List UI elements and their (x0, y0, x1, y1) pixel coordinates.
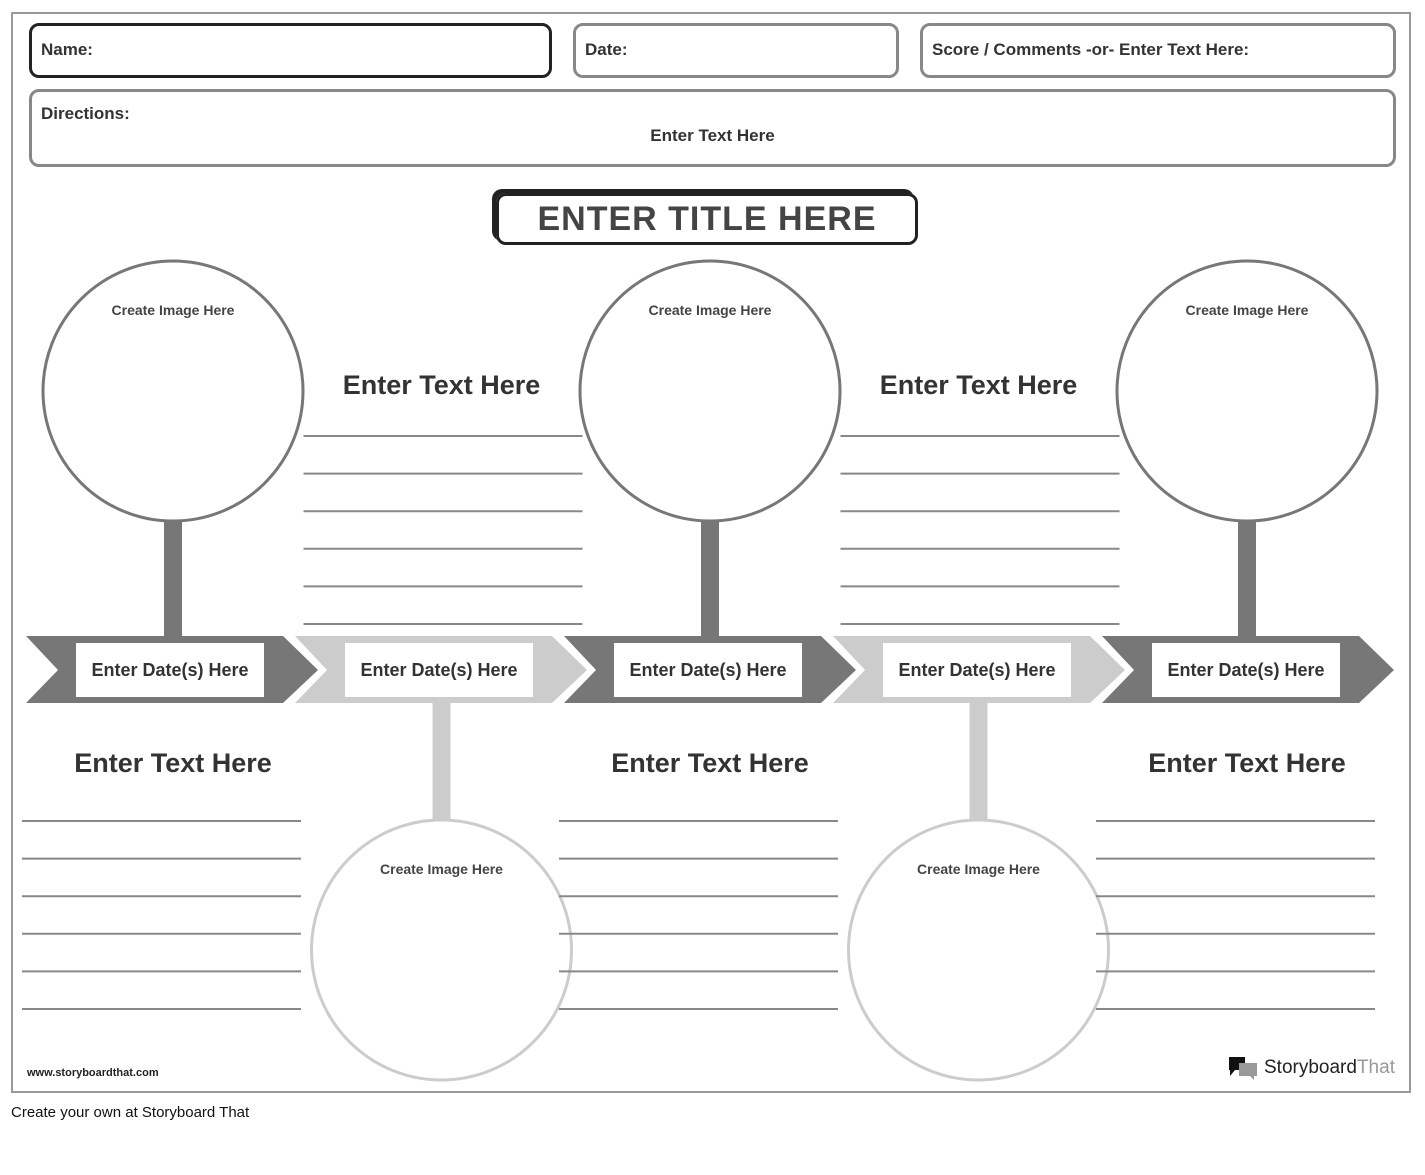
speech-bubbles-icon (1229, 1057, 1257, 1080)
image-circle (310, 818, 573, 1082)
footer-url[interactable]: www.storyboardthat.com (27, 1067, 159, 1079)
image-circle (578, 259, 842, 523)
directions-box[interactable]: Directions: Enter Text Here (29, 89, 1396, 167)
directions-text[interactable]: Enter Text Here (650, 126, 775, 145)
worksheet (11, 12, 1411, 1093)
image-circle (41, 259, 305, 523)
event-text[interactable]: Enter Text Here (342, 370, 541, 400)
create-image-placeholder[interactable]: Create Image Here (1185, 302, 1309, 318)
score-label: Score / Comments -or- Enter Text Here: (932, 40, 1250, 59)
page-title[interactable]: ENTER TITLE HERE (496, 193, 918, 245)
create-image-placeholder[interactable]: Create Image Here (917, 861, 1040, 877)
name-label: Name: (41, 40, 93, 59)
event-text[interactable]: Enter Text Here (611, 748, 809, 778)
event-text[interactable]: Enter Text Here (879, 370, 1078, 400)
logo-text-b: That (1356, 1057, 1395, 1078)
connector-stem (1238, 522, 1256, 636)
date-field[interactable]: Enter Date(s) Here (1152, 643, 1340, 697)
image-circle (847, 818, 1110, 1082)
date-field[interactable]: Enter Date(s) Here (76, 643, 264, 697)
storyboardthat-logo: StoryboardThat (1227, 1055, 1395, 1081)
connector-stem (969, 703, 988, 820)
date-field[interactable]: Enter Date(s) Here (883, 643, 1071, 697)
logo-text-a: Storyboard (1264, 1057, 1357, 1078)
image-circle (1115, 259, 1379, 523)
create-image-placeholder[interactable]: Create Image Here (111, 302, 235, 318)
footer-credit[interactable]: Create your own at Storyboard That (11, 1104, 250, 1121)
create-image-placeholder[interactable]: Create Image Here (648, 302, 772, 318)
create-image-placeholder[interactable]: Create Image Here (380, 861, 503, 877)
date-field[interactable]: Enter Date(s) Here (345, 643, 533, 697)
date-field[interactable]: Enter Date(s) Here (614, 643, 802, 697)
directions-label: Directions: (41, 104, 130, 123)
event-text[interactable]: Enter Text Here (1148, 748, 1346, 778)
score-field[interactable]: Score / Comments -or- Enter Text Here: (920, 23, 1396, 78)
event-text[interactable]: Enter Text Here (74, 748, 272, 778)
date-field[interactable]: Date: (573, 23, 899, 78)
date-label: Date: (585, 40, 628, 59)
connector-stem (164, 522, 182, 636)
connector-stem (701, 522, 719, 636)
connector-stem (432, 703, 451, 820)
name-field[interactable]: Name: (29, 23, 552, 78)
